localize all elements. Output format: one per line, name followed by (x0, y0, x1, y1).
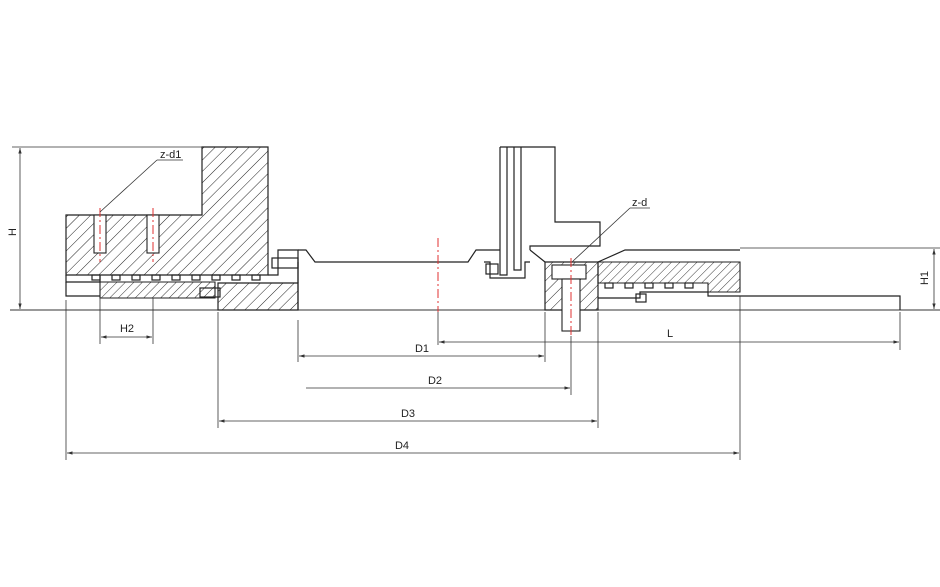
top-jaw-left (65, 146, 269, 276)
label-D1: D1 (415, 343, 429, 355)
top-jaw-right (500, 146, 601, 250)
top-jaw-right-slot (513, 147, 522, 271)
label-D4: D4 (395, 440, 409, 452)
label-H2: H2 (120, 323, 134, 335)
jaw-serrations-left (65, 274, 261, 283)
label-z-d1: z-d1 (160, 149, 181, 161)
body-top-right (529, 249, 740, 263)
label-z-d: z-d (632, 197, 647, 209)
leader-z-d (571, 207, 631, 263)
chuck-body-left (217, 282, 299, 311)
label-H1: H1 (919, 271, 931, 285)
jaw-serrations-right (604, 282, 694, 289)
slide-plate-right (598, 291, 901, 310)
top-jaw-right-inner (499, 147, 508, 276)
center-bore (298, 249, 484, 263)
label-L: L (667, 328, 673, 340)
leader-z-d1 (99, 159, 158, 213)
jaw-guide-left (65, 282, 100, 297)
body-flange-left (271, 257, 299, 269)
small-key-right (485, 263, 499, 275)
label-D2: D2 (428, 375, 442, 387)
label-D3: D3 (401, 408, 415, 420)
master-jaw-left (99, 281, 216, 299)
top-jaw-right-foot (484, 249, 530, 279)
label-H: H (7, 228, 19, 236)
